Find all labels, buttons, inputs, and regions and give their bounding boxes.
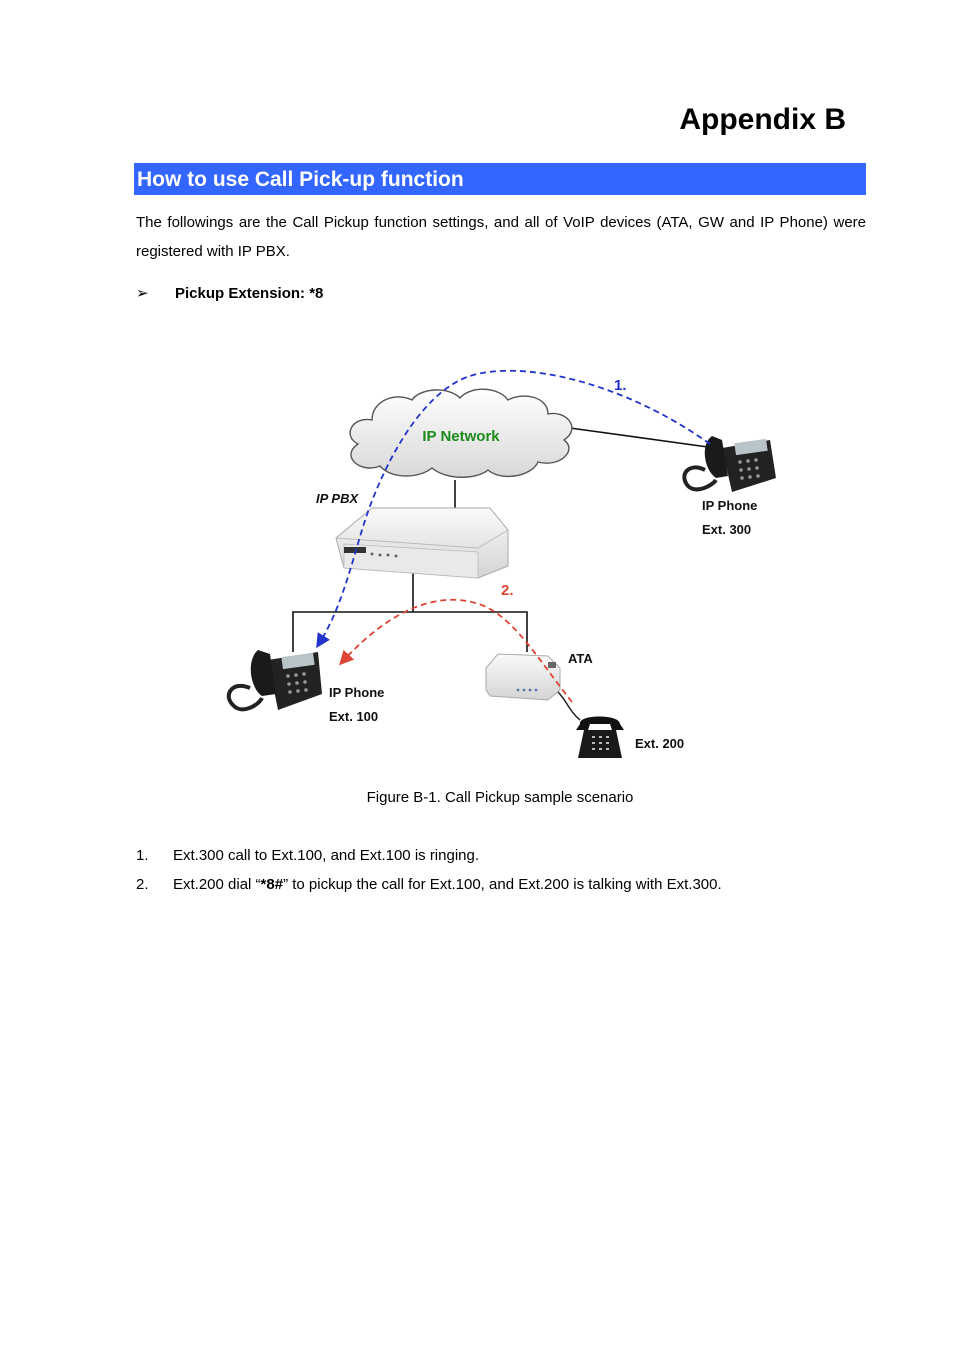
intro-paragraph: The followings are the Call Pickup funct… [136,214,866,260]
phone-200-ext: Ext. 200 [635,736,684,751]
ip-pbx-label: IP PBX [316,491,359,506]
ip-phone-100 [226,650,322,712]
step-1-marker: 1. [614,377,627,394]
page-heading: Appendix B [679,103,846,136]
step-number: 1. [136,847,149,864]
step-text-part: Ext.200 dial “ [173,876,261,893]
pickup-extension-text: Pickup Extension: *8 [175,285,324,302]
figure-caption: Figure B-1. Call Pickup sample scenario [366,789,634,806]
ip-network-label: IP Network [422,428,500,445]
ip-phone-100-name: IP Phone [329,685,384,700]
step-text-part: ” to pickup the call for Ext.100, and Ex… [283,876,722,893]
step-text: Ext.300 call to Ext.100, and Ext.100 is … [173,845,479,867]
ata-label: ATA [568,651,593,666]
ip-phone-300-name: IP Phone [702,498,757,513]
call-path-1 [316,369,711,649]
ip-phone-100-ext: Ext. 100 [329,709,378,724]
step-text: Ext.200 dial “*8#” to pickup the call fo… [173,874,722,896]
ip-phone-300-ext: Ext. 300 [702,522,751,537]
network-links [292,427,716,652]
ip-network-cloud: IP Network [349,388,573,478]
section-title: How to use Call Pick-up function [137,168,464,191]
analog-phone-200 [557,691,624,758]
step-2-marker: 2. [501,582,514,599]
ip-pbx-device [335,507,509,579]
call-pickup-diagram: IP Network IP PBX IP Phone Ext. 300 [226,369,776,758]
call-path-2 [339,598,573,703]
ip-phone-300 [682,436,776,492]
ata-device [485,653,561,701]
section-header: How to use Call Pick-up function [134,163,866,195]
step-text-part: Ext.300 call to Ext.100, and Ext.100 is … [173,847,480,864]
arrow-bullet-icon: ➢ [136,285,149,302]
step-number: 2. [136,876,149,893]
dial-code: *8# [260,876,284,893]
